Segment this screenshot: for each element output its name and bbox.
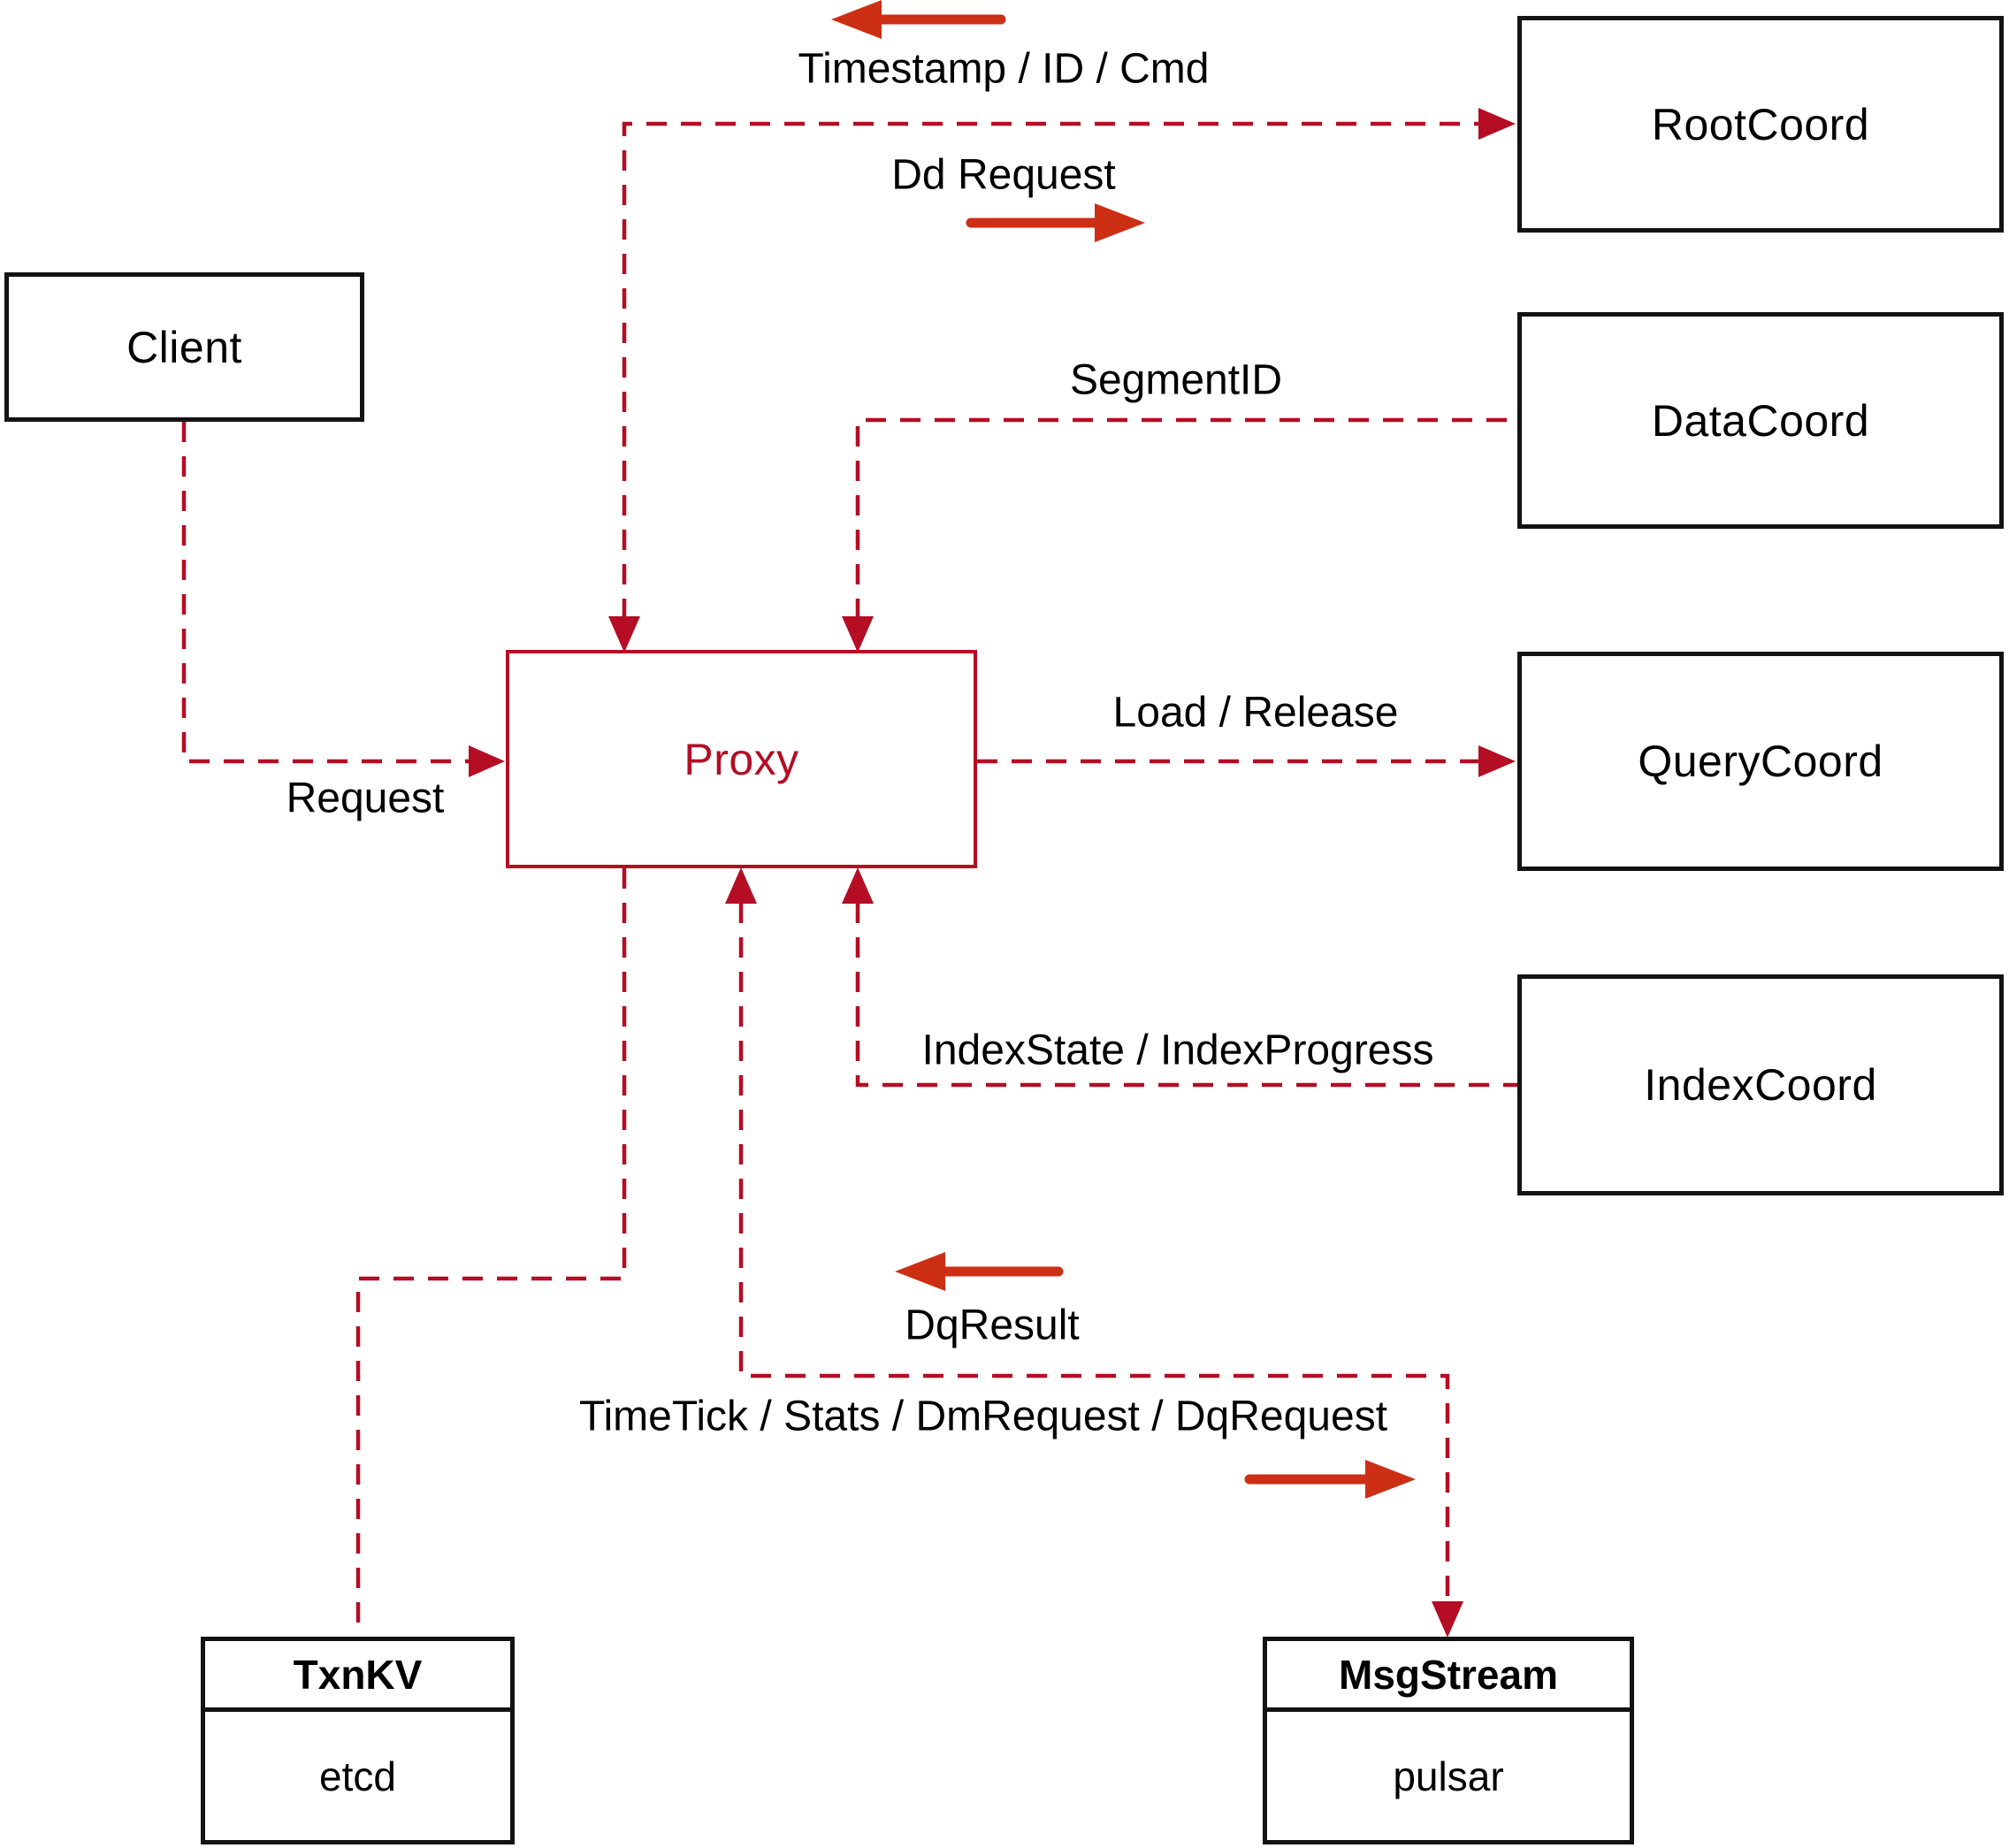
edge-proxy-txnkv-path [355, 868, 627, 1635]
node-client-label: Client [126, 322, 242, 372]
node-txnkv-impl: etcd [319, 1753, 396, 1799]
arrowhead-into-proxy-left-icon [469, 745, 505, 777]
edge-datacoord-proxy-path [855, 417, 1517, 619]
left-arrow-icon [831, 0, 882, 39]
edge-proxy-msgstream [725, 867, 1463, 1638]
arrowhead-into-proxy-bottom-right-icon [842, 867, 874, 904]
direction-arrow-timestamp [831, 0, 1006, 39]
node-datacoord: DataCoord [1517, 312, 2004, 529]
right-arrow-icon [1095, 203, 1145, 242]
edge-label-timestamp: Timestamp / ID / Cmd [798, 45, 1210, 93]
edge-proxy-rootcoord-path [622, 121, 1478, 619]
left-arrow-icon [895, 1252, 945, 1291]
edge-label-timetick: TimeTick / Stats / DmRequest / DqRequest [578, 1393, 1388, 1440]
node-querycoord: QueryCoord [1517, 652, 2004, 871]
arrowhead-into-msgstream-icon [1432, 1601, 1463, 1638]
node-client: Client [4, 272, 364, 422]
node-indexcoord-label: IndexCoord [1644, 1060, 1877, 1110]
edge-proxy-txnkv [355, 868, 627, 1635]
right-arrow-icon [1365, 1460, 1416, 1499]
edge-label-dd-request: Dd Request [891, 151, 1116, 199]
node-indexcoord: IndexCoord [1517, 974, 2004, 1195]
edge-indexcoord-proxy [842, 867, 1517, 1088]
edge-label-load-release: Load / Release [1112, 689, 1399, 737]
node-proxy: Proxy [506, 650, 977, 868]
edge-label-segment-id: SegmentID [1069, 356, 1283, 404]
node-rootcoord-label: RootCoord [1651, 99, 1870, 149]
edge-proxy-querycoord [977, 745, 1516, 777]
direction-arrow-dq-result [895, 1252, 1064, 1291]
node-msgstream: MsgStream pulsar [1263, 1637, 1634, 1844]
arrowhead-into-rootcoord-icon [1478, 108, 1516, 140]
edge-indexcoord-proxy-path [855, 903, 1517, 1088]
direction-arrow-dd-request [966, 203, 1145, 242]
edge-client-proxy [181, 422, 505, 777]
node-txnkv: TxnKV etcd [201, 1637, 515, 1844]
edge-label-dq-result: DqResult [905, 1302, 1080, 1349]
node-querycoord-label: QueryCoord [1638, 737, 1883, 786]
edge-datacoord-proxy [842, 417, 1517, 653]
node-msgstream-title: MsgStream [1267, 1641, 1630, 1712]
node-msgstream-impl: pulsar [1393, 1753, 1504, 1799]
node-proxy-label: Proxy [684, 734, 799, 784]
edge-label-request: Request [286, 775, 445, 822]
edge-client-proxy-path [181, 422, 470, 764]
edge-label-index-state: IndexState / IndexProgress [921, 1027, 1434, 1074]
arrowhead-into-proxy-top-left-icon [608, 616, 640, 653]
node-datacoord-label: DataCoord [1651, 395, 1870, 446]
edge-proxy-rootcoord [608, 108, 1516, 653]
arrowhead-into-proxy-top-right-icon [842, 616, 874, 653]
arrowhead-into-proxy-bottom-left-icon [725, 867, 757, 904]
edge-proxy-msgstream-path [738, 903, 1450, 1602]
node-rootcoord: RootCoord [1517, 16, 2004, 233]
node-txnkv-title: TxnKV [205, 1641, 510, 1712]
arrowhead-into-querycoord-icon [1478, 745, 1516, 777]
direction-arrow-timetick [1244, 1460, 1416, 1499]
